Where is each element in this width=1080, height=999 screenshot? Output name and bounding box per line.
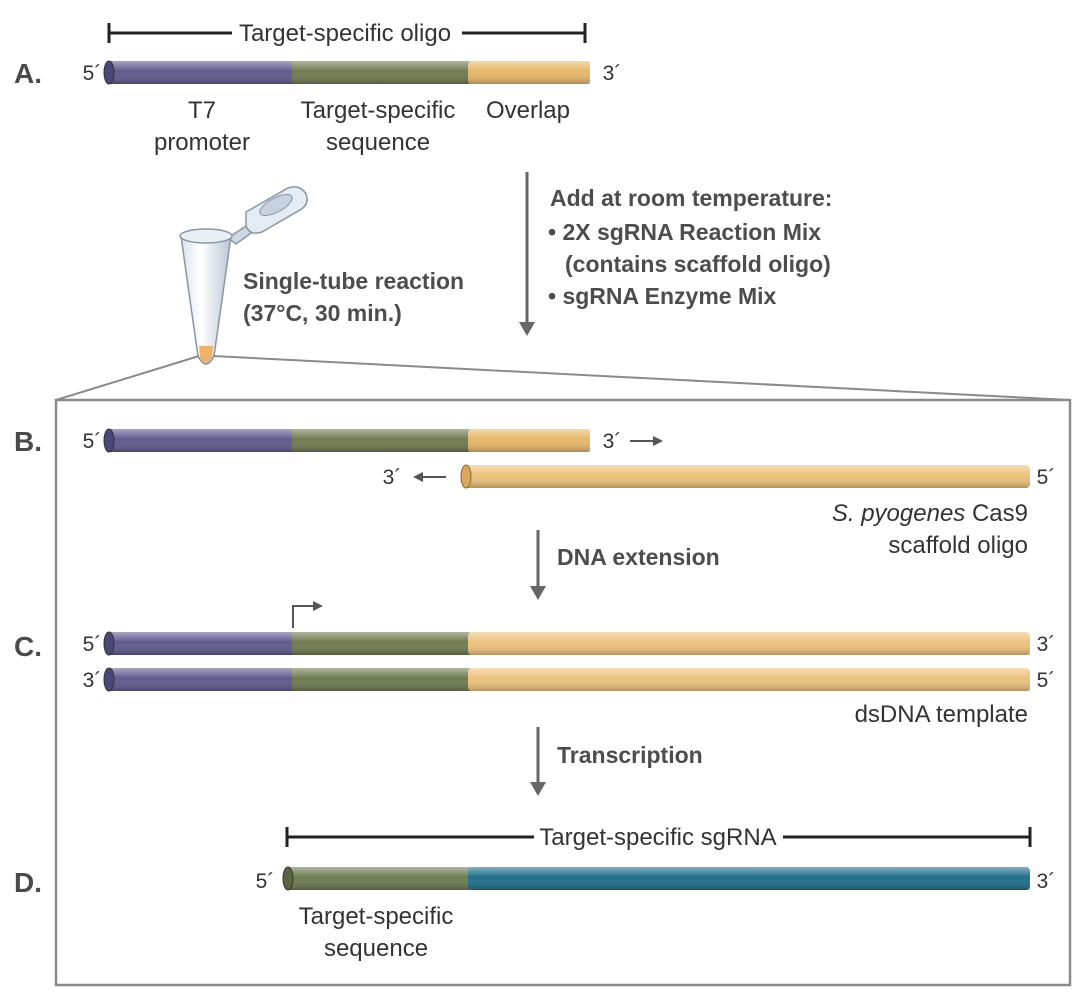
dsdna-caption: dsDNA template — [855, 701, 1028, 728]
t7-promoter-label-line2: promoter — [154, 129, 250, 156]
add-step-item1-detail: (contains scaffold oligo) — [565, 251, 831, 277]
sgrna-bracket-label: Target-specific sgRNA — [539, 824, 776, 851]
d-5-prime-label: 5´ — [256, 870, 275, 893]
oligo-bracket — [107, 23, 587, 43]
extension-step-label: DNA extension — [557, 544, 720, 570]
scaffold-caption-line2: scaffold oligo — [888, 532, 1028, 559]
oligo-5-prime-label: 5´ — [83, 62, 102, 85]
transcription-step-label: Transcription — [557, 742, 703, 768]
tube-caption-line1: Single-tube reaction — [243, 268, 464, 294]
b-top-5-prime-label: 5´ — [83, 430, 102, 453]
zoom-line-right — [212, 355, 1071, 401]
d-3-prime-label: 3´ — [1037, 870, 1056, 893]
dsdna-top-strand — [103, 631, 1030, 656]
oligo-strand-a — [103, 60, 590, 85]
scaffold-caption-protein: Cas9 — [965, 500, 1028, 527]
overlap-label: Overlap — [486, 97, 570, 124]
scaffold-oligo-strand — [460, 464, 1030, 489]
add-step-item1: • 2X sgRNA Reaction Mix — [548, 219, 821, 245]
b-top-3-prime-label: 3´ — [603, 430, 622, 453]
scaffold-caption-line1: S. pyogenes Cas9 — [832, 500, 1028, 527]
target-specific-label-line2: sequence — [326, 129, 430, 156]
t7-promoter-label-line1: T7 — [188, 97, 216, 124]
panel-c-letter: C. — [14, 631, 42, 662]
dsdna-bottom-strand — [103, 667, 1030, 692]
target-specific-label-line1: Target-specific — [301, 97, 456, 124]
add-step-title: Add at room temperature: — [550, 185, 832, 211]
panel-d-letter: D. — [14, 867, 42, 898]
c-bottom-3-prime-label: 3´ — [83, 669, 102, 692]
oligo-3-prime-label: 3´ — [603, 62, 622, 85]
b-bottom-3-prime-label: 3´ — [383, 466, 402, 489]
oligo-strand-b — [103, 428, 590, 453]
c-bottom-5-prime-label: 5´ — [1037, 669, 1056, 692]
oligo-bracket-label: Target-specific oligo — [239, 20, 451, 47]
sgrna-target-label-line2: sequence — [324, 935, 428, 962]
tube-caption-line2: (37°C, 30 min.) — [243, 300, 402, 326]
sgrna-bracket — [285, 827, 1032, 847]
c-top-3-prime-label: 3´ — [1037, 633, 1056, 656]
sgrna-target-label-line1: Target-specific — [299, 903, 454, 930]
microcentrifuge-tube-icon — [179, 186, 308, 365]
panel-b-letter: B. — [14, 426, 42, 457]
zoom-line-left — [55, 355, 200, 401]
panel-a-letter: A. — [14, 58, 42, 89]
transcription-start-arrow — [292, 601, 323, 628]
c-top-5-prime-label: 5´ — [83, 633, 102, 656]
add-step-item2: • sgRNA Enzyme Mix — [548, 283, 777, 309]
sgrna-strand — [282, 866, 1030, 891]
b-bottom-5-prime-label: 5´ — [1037, 466, 1056, 489]
scaffold-caption-species: S. pyogenes — [832, 500, 965, 527]
zoom-frame — [54, 398, 1072, 987]
